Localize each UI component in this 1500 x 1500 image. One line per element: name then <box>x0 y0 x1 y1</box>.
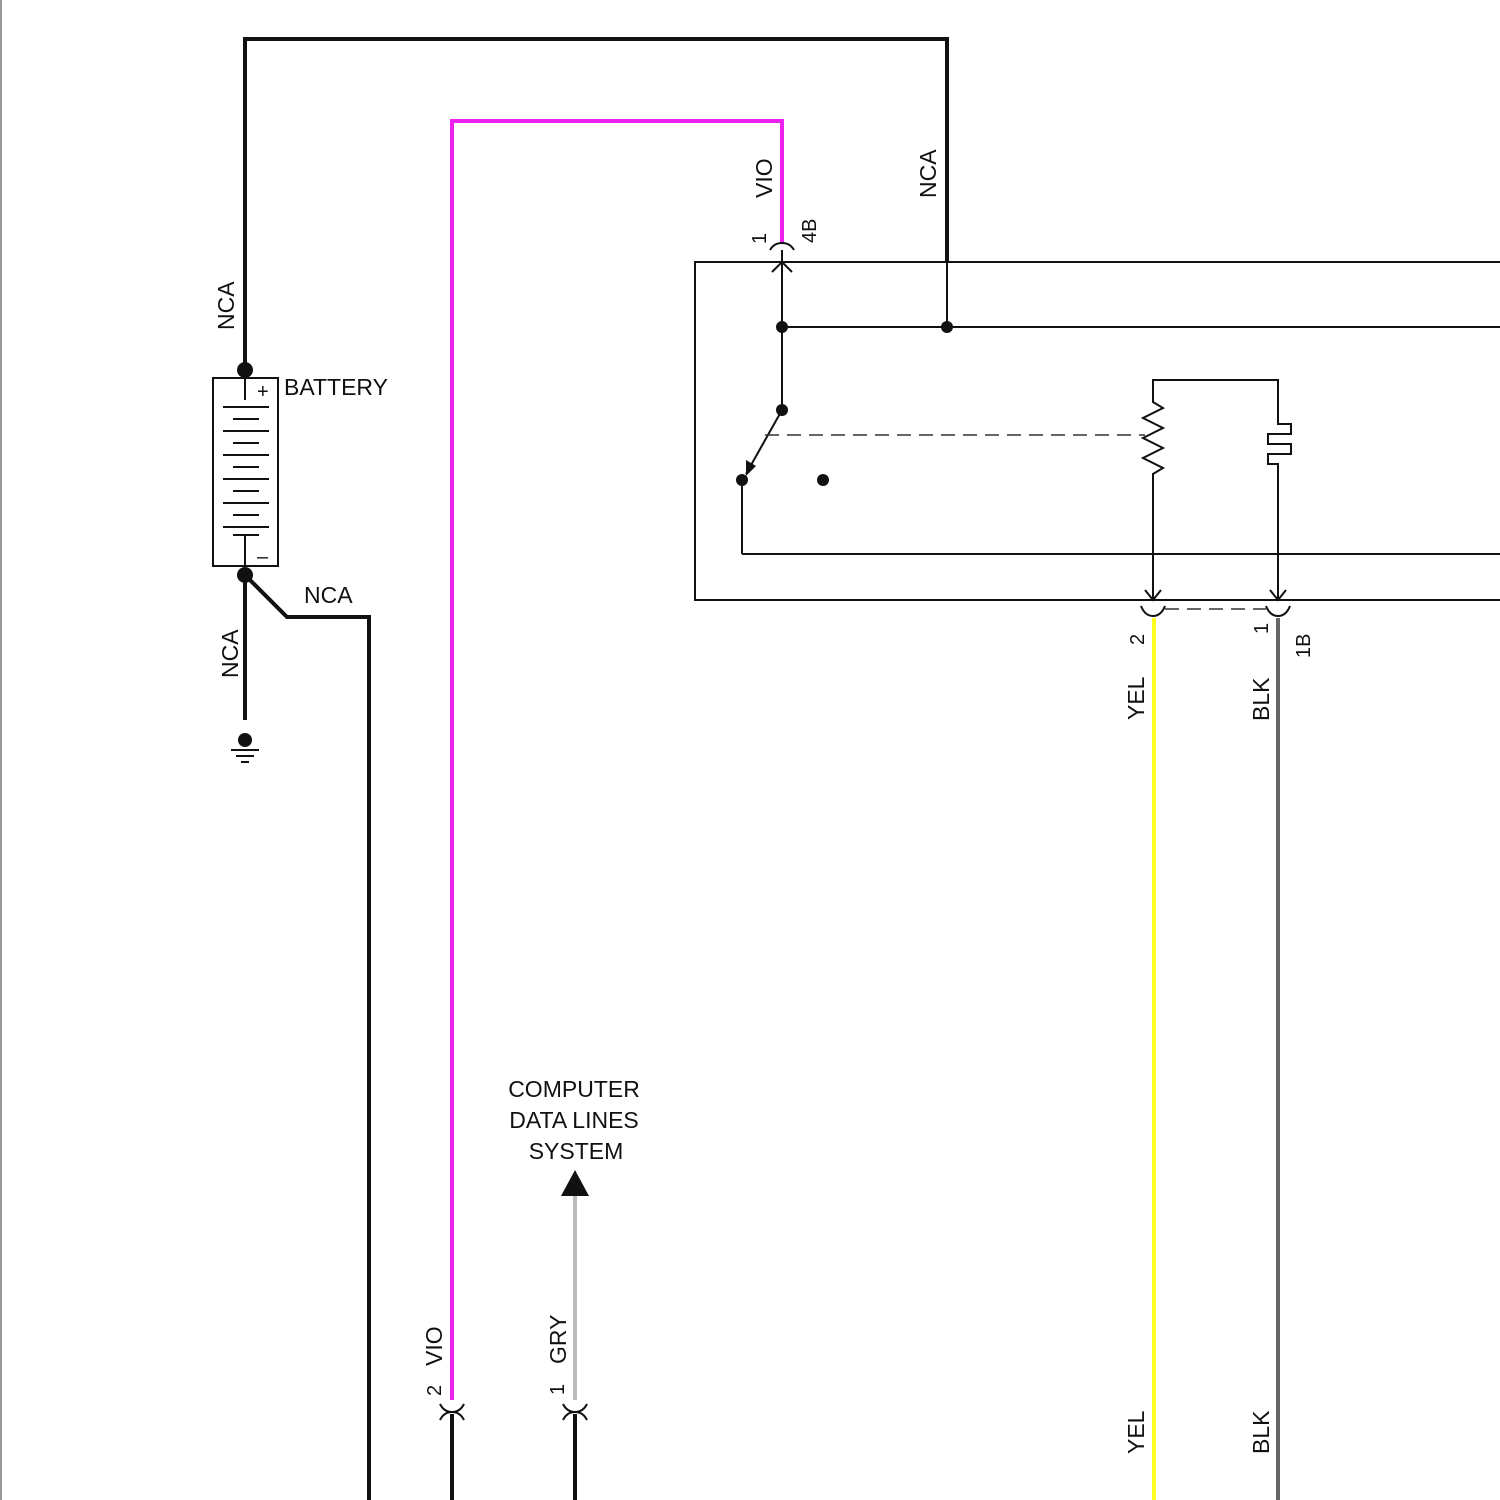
connector-pin-vio-bottom: 2 <box>424 1385 446 1396</box>
wire-label-yel-bottom: YEL <box>1123 1410 1149 1454</box>
switch-arrow-icon <box>746 460 756 476</box>
reference-line-2: DATA LINES <box>509 1107 639 1133</box>
wire-label-vio-bottom: VIO <box>421 1326 447 1366</box>
junction-dot <box>941 321 953 333</box>
module-box <box>695 250 1500 600</box>
reference-line-3: SYSTEM <box>529 1138 624 1164</box>
wire-label-blk-bottom: BLK <box>1248 1410 1274 1454</box>
connector-pin-blk: 1 <box>1251 623 1273 634</box>
connector-blk-icon <box>1266 606 1290 616</box>
battery-plus-sign: + <box>257 381 269 403</box>
wire-label-blk-mid: BLK <box>1248 677 1274 721</box>
connector-pin-top: 1 <box>749 233 771 244</box>
battery-positive-terminal <box>237 362 253 378</box>
wire-label-gry-bottom: GRY <box>545 1315 571 1364</box>
wire-label-nca-top-right: NCA <box>915 149 941 198</box>
wire-label-nca-branch: NCA <box>304 582 353 608</box>
wire-label-yel-mid: YEL <box>1123 676 1149 720</box>
battery-minus-sign: – <box>257 546 269 568</box>
wire-label-nca-top-left: NCA <box>213 281 239 330</box>
switch-contact-open <box>817 474 829 486</box>
up-arrow-icon <box>561 1170 589 1196</box>
battery-negative-branch-wire <box>245 575 369 1500</box>
connector-pin-gry-bottom: 1 <box>547 1384 569 1395</box>
junction-dot <box>776 321 788 333</box>
wire-label-nca-ground: NCA <box>217 629 243 678</box>
vio-wire <box>452 121 782 1400</box>
battery-label: BATTERY <box>284 374 388 400</box>
connector-yel-icon <box>1141 606 1165 616</box>
battery: + – <box>213 362 278 583</box>
ground-icon <box>231 733 259 762</box>
wire-label-vio-top: VIO <box>751 158 777 198</box>
connector-pin-yel: 2 <box>1127 634 1149 645</box>
connector-id-blk: 1B <box>1293 634 1315 658</box>
connector-id-top: 4B <box>799 219 821 243</box>
battery-positive-wire <box>245 39 947 370</box>
reference-line-1: COMPUTER <box>508 1076 640 1102</box>
